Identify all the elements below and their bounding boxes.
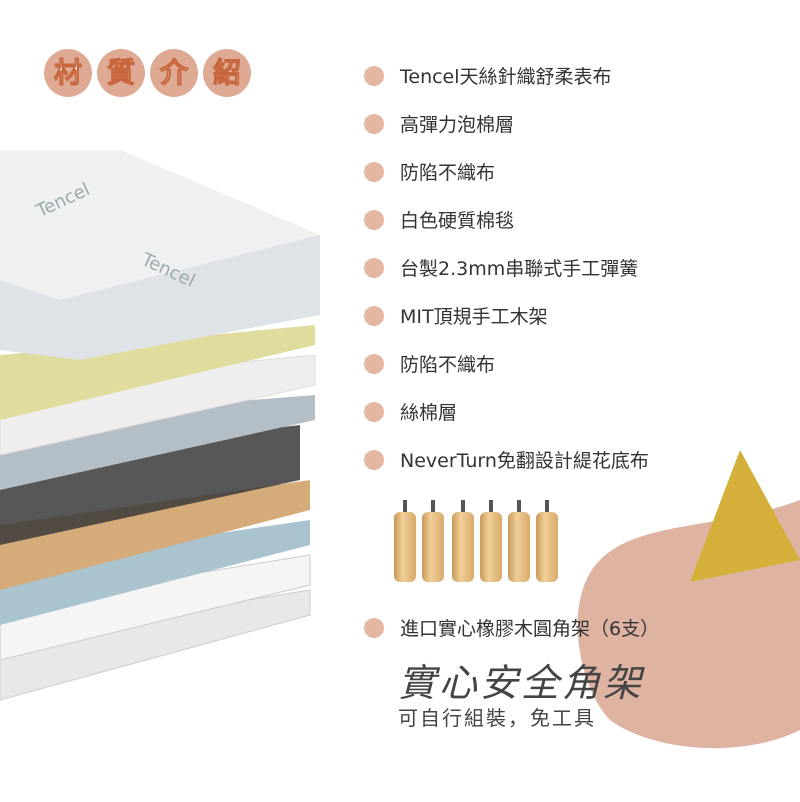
mattress-illustration (0, 150, 320, 701)
bullet-icon (364, 257, 384, 278)
layer-label: MIT頂規手工木架 (400, 306, 548, 328)
title-char: 質 (97, 49, 145, 97)
bullet-icon (364, 161, 384, 182)
layer-item: 台製2.3mm串聯式手工彈簧 (364, 254, 638, 281)
layer-item: 防陷不織布 (364, 350, 495, 377)
wooden-leg-image (452, 500, 474, 582)
layer-item: 防陷不織布 (364, 158, 495, 185)
legs-label: 進口實心橡膠木圓角架（6支） (400, 618, 660, 640)
bullet-icon (364, 305, 384, 326)
bullet-icon (364, 617, 384, 638)
layer-item: MIT頂規手工木架 (364, 302, 548, 329)
layer-item: Tencel天絲針織舒柔表布 (364, 62, 612, 89)
bullet-icon (364, 113, 384, 134)
subline: 可自行組裝，免工具 (398, 706, 596, 730)
layer-label: NeverTurn免翻設計緹花底布 (400, 450, 649, 472)
layer-label: 白色硬質棉毯 (400, 210, 515, 232)
wooden-leg-image (508, 500, 530, 582)
gold-pyramid (690, 450, 800, 582)
bullet-icon (364, 449, 384, 470)
bullet-icon (364, 353, 384, 374)
layer-label: 高彈力泡棉層 (400, 114, 515, 136)
wooden-leg-image (536, 500, 558, 582)
title-char: 紹 (203, 49, 251, 97)
title-char: 介 (150, 49, 198, 97)
layer-item: NeverTurn免翻設計緹花底布 (364, 446, 649, 473)
title-char: 材 (44, 49, 92, 97)
layer-label: 台製2.3mm串聯式手工彈簧 (400, 258, 639, 280)
layer-label: 防陷不織布 (400, 162, 496, 184)
layer-label: Tencel天絲針織舒柔表布 (400, 66, 612, 88)
wooden-leg-image (480, 500, 502, 582)
layer-label: 絲棉層 (400, 402, 458, 424)
layer-item: 高彈力泡棉層 (364, 110, 514, 137)
headline: 實心安全角架 (398, 661, 645, 705)
bullet-icon (364, 209, 384, 230)
wooden-leg-image (394, 500, 416, 582)
wooden-leg-image (422, 500, 444, 582)
layer-item: 白色硬質棉毯 (364, 206, 514, 233)
layer-label: 防陷不織布 (400, 354, 496, 376)
bullet-icon (364, 65, 384, 86)
legs-item: 進口實心橡膠木圓角架（6支） (364, 614, 659, 641)
layer-item: 絲棉層 (364, 398, 457, 425)
bullet-icon (364, 401, 384, 422)
